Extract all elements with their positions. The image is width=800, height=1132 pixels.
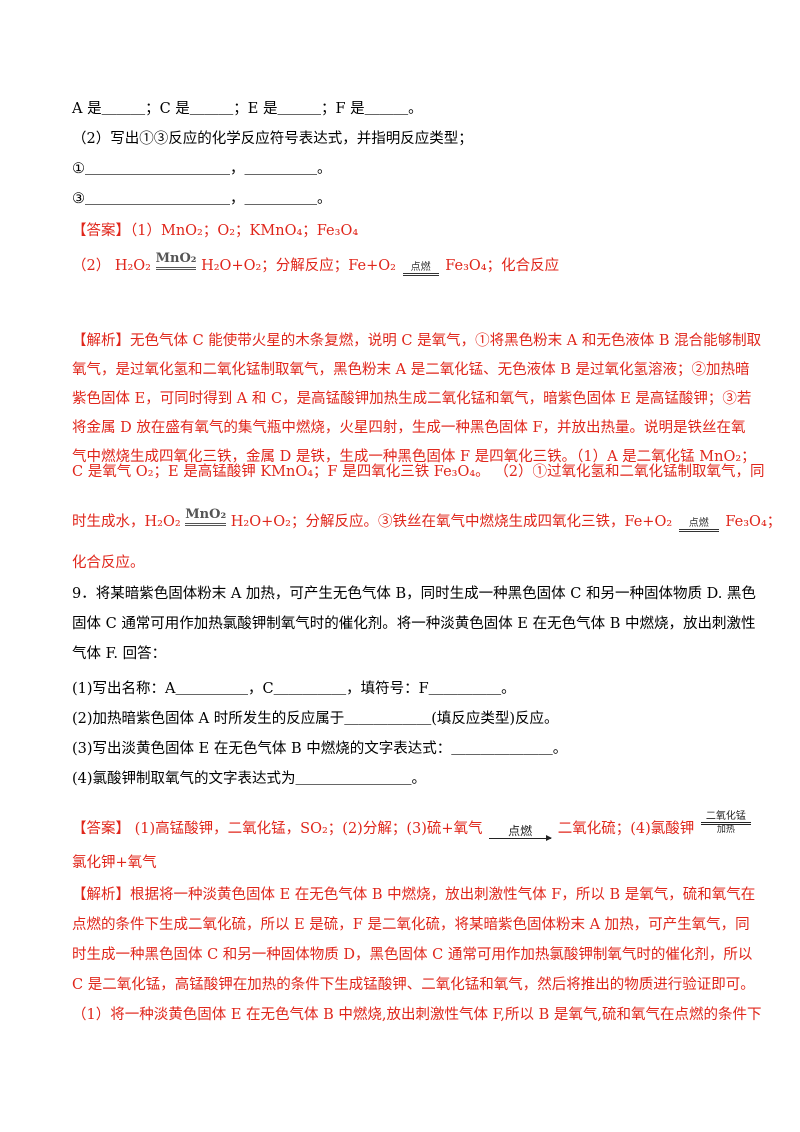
catalyst-text: MnO₂ — [185, 507, 227, 522]
catalyst-label: MnO₂ — [185, 507, 227, 526]
q9-stem-line-3: 气体 F. 回答： — [72, 646, 167, 662]
equals-sign — [402, 273, 439, 276]
equals-sign — [155, 267, 197, 270]
q9-analysis-line-4: C 是二氧化锰，高锰酸钾在加热的条件下生成锰酸钾、二氧化锰和氧气，然后将推出的物… — [72, 977, 755, 993]
catalyst-label: MnO₂ — [155, 251, 197, 270]
analysis-text: 无色气体 C 能使带火星的木条复燃，说明 C 是氧气，①将黑色粉末 A 和无色液… — [130, 333, 762, 349]
equation-part: H₂O+O₂；分解反应；Fe+O₂ — [201, 258, 396, 274]
q9-stem-line-1: 9．将某暗紫色固体粉末 A 加热，可产生无色气体 B，同时生成一种黑色固体 C … — [72, 586, 756, 602]
q8-blank-line-2: ①＿＿＿＿＿＿＿＿＿＿，＿＿＿＿＿。 — [72, 161, 332, 177]
q9-stem-line-2: 固体 C 通常可用作加热氯酸钾制氧气时的催化剂。将一种淡黄色固体 E 在无色气体… — [72, 616, 756, 632]
heat-catalyst-condition: 二氧化锰加热 — [700, 811, 751, 835]
q9-sub-2: (2)加热暗紫色固体 A 时所发生的反应属于＿＿＿＿＿＿(填反应类型)反应。 — [72, 711, 559, 727]
equals-sign — [678, 529, 719, 532]
q8-part2-prompt: （2）写出①③反应的化学反应符号表达式，并指明反应类型； — [72, 131, 473, 147]
ignite-condition: 点燃 — [678, 518, 719, 532]
q8-analysis-line-1: 【解析】无色气体 C 能使带火星的木条复燃，说明 C 是氧气，①将黑色粉末 A … — [72, 331, 761, 351]
answer-text: （1）MnO₂；O₂；KMnO₄；Fe₃O₄ — [130, 223, 359, 239]
analysis-label: 【解析】 — [72, 887, 130, 903]
arrow-icon — [489, 835, 553, 841]
q8-analysis-line-7: 时生成水，H₂O₂ MnO₂ H₂O+O₂；分解反应。③铁丝在氧气中燃烧生成四氧… — [72, 508, 782, 532]
q9-sub-3: (3)写出淡黄色固体 E 在无色气体 B 中燃烧的文字表达式：＿＿＿＿＿＿＿。 — [72, 741, 568, 757]
q8-answer-2: （2） H₂O₂ MnO₂ H₂O+O₂；分解反应；Fe+O₂ 点燃 Fe₃O₄… — [72, 252, 560, 276]
analysis-text: Fe₃O₄； — [725, 514, 782, 530]
q9-answer: 【答案】 (1)高锰酸钾，二氧化锰，SO₂；(2)分解；(3)硫+氧气 点燃 二… — [72, 811, 753, 841]
equation-part: （2） H₂O₂ — [72, 258, 151, 274]
q9-analysis-line-3: 时生成一种黑色固体 C 和另一种固体物质 D，黑色固体 C 通常可用作加热氯酸钾… — [72, 947, 753, 963]
q8-analysis-line-6: C 是氧气 O₂；E 是高锰酸钾 KMnO₄；F 是四氧化三铁 Fe₃O₄。 （… — [72, 464, 765, 480]
answer-label: 【答案】 — [72, 223, 130, 239]
equals-sign — [700, 822, 751, 825]
condition-text: 加热 — [716, 825, 735, 835]
answer-label: 【答案】 — [72, 821, 130, 837]
q9-analysis-line-1: 【解析】根据将一种淡黄色固体 E 在无色气体 B 中燃烧，放出刺激性气体 F，所… — [72, 885, 755, 905]
q8-blank-line-3: ③＿＿＿＿＿＿＿＿＿＿，＿＿＿＿＿。 — [72, 191, 332, 207]
analysis-text: 根据将一种淡黄色固体 E 在无色气体 B 中燃烧，放出刺激性气体 F，所以 B … — [130, 887, 756, 903]
q8-analysis-line-5: 气中燃烧生成四氧化三铁，金属 D 是铁，生成一种黑色固体 F 是四氧化三铁。（1… — [72, 449, 756, 465]
q9-sub-4: (4)氯酸钾制取氧气的文字表达式为＿＿＿＿＿＿＿＿。 — [72, 771, 427, 787]
q8-analysis-line-2: 氧气，是过氧化氢和二氧化锰制取氧气，黑色粉末 A 是二氧化锰、无色液体 B 是过… — [72, 362, 750, 378]
q8-answer-1: 【答案】（1）MnO₂；O₂；KMnO₄；Fe₃O₄ — [72, 221, 358, 241]
equation-part: Fe₃O₄；化合反应 — [445, 258, 560, 274]
catalyst-text: MnO₂ — [155, 251, 197, 266]
ignite-condition: 点燃 — [402, 262, 439, 276]
condition-text: 二氧化锰 — [705, 811, 746, 822]
equals-sign — [185, 523, 227, 526]
q9-analysis-line-2: 点燃的条件下生成二氧化硫，所以 E 是硫，F 是二氧化硫，将某暗紫色固体粉末 A… — [72, 917, 750, 933]
q8-blank-line-1: A 是＿＿＿；C 是＿＿＿；E 是＿＿＿；F 是＿＿＿。 — [72, 101, 423, 117]
q9-sub-1: (1)写出名称：A＿＿＿＿＿，C＿＿＿＿＿，填符号：F＿＿＿＿＿。 — [72, 681, 516, 697]
ignite-arrow: 点燃 — [489, 824, 553, 841]
analysis-text: 时生成水，H₂O₂ — [72, 514, 181, 530]
answer-text: (1)高锰酸钾，二氧化锰，SO₂；(2)分解；(3)硫+氧气 — [130, 821, 483, 837]
condition-text: 点燃 — [508, 824, 533, 838]
q9-answer-tail: 氯化钾+氧气 — [72, 855, 157, 871]
condition-text: 点燃 — [688, 518, 709, 529]
answer-text: 二氧化硫；(4)氯酸钾 — [557, 821, 695, 837]
condition-text: 点燃 — [410, 262, 431, 273]
q8-analysis-line-4: 将金属 D 放在盛有氧气的集气瓶中燃烧，火星四射，生成一种黑色固体 F，并放出热… — [72, 420, 746, 436]
q9-analysis-line-5: （1）将一种淡黄色固体 E 在无色气体 B 中燃烧,放出刺激性气体 F,所以 B… — [72, 1007, 762, 1023]
analysis-label: 【解析】 — [72, 333, 130, 349]
q8-analysis-tail: 化合反应。 — [72, 555, 145, 571]
q8-analysis-line-3: 紫色固体 E，可同时得到 A 和 C，是高锰酸钾加热生成二氧化锰和氧气，暗紫色固… — [72, 391, 752, 407]
analysis-text: H₂O+O₂；分解反应。③铁丝在氧气中燃烧生成四氧化三铁，Fe+O₂ — [230, 514, 673, 530]
